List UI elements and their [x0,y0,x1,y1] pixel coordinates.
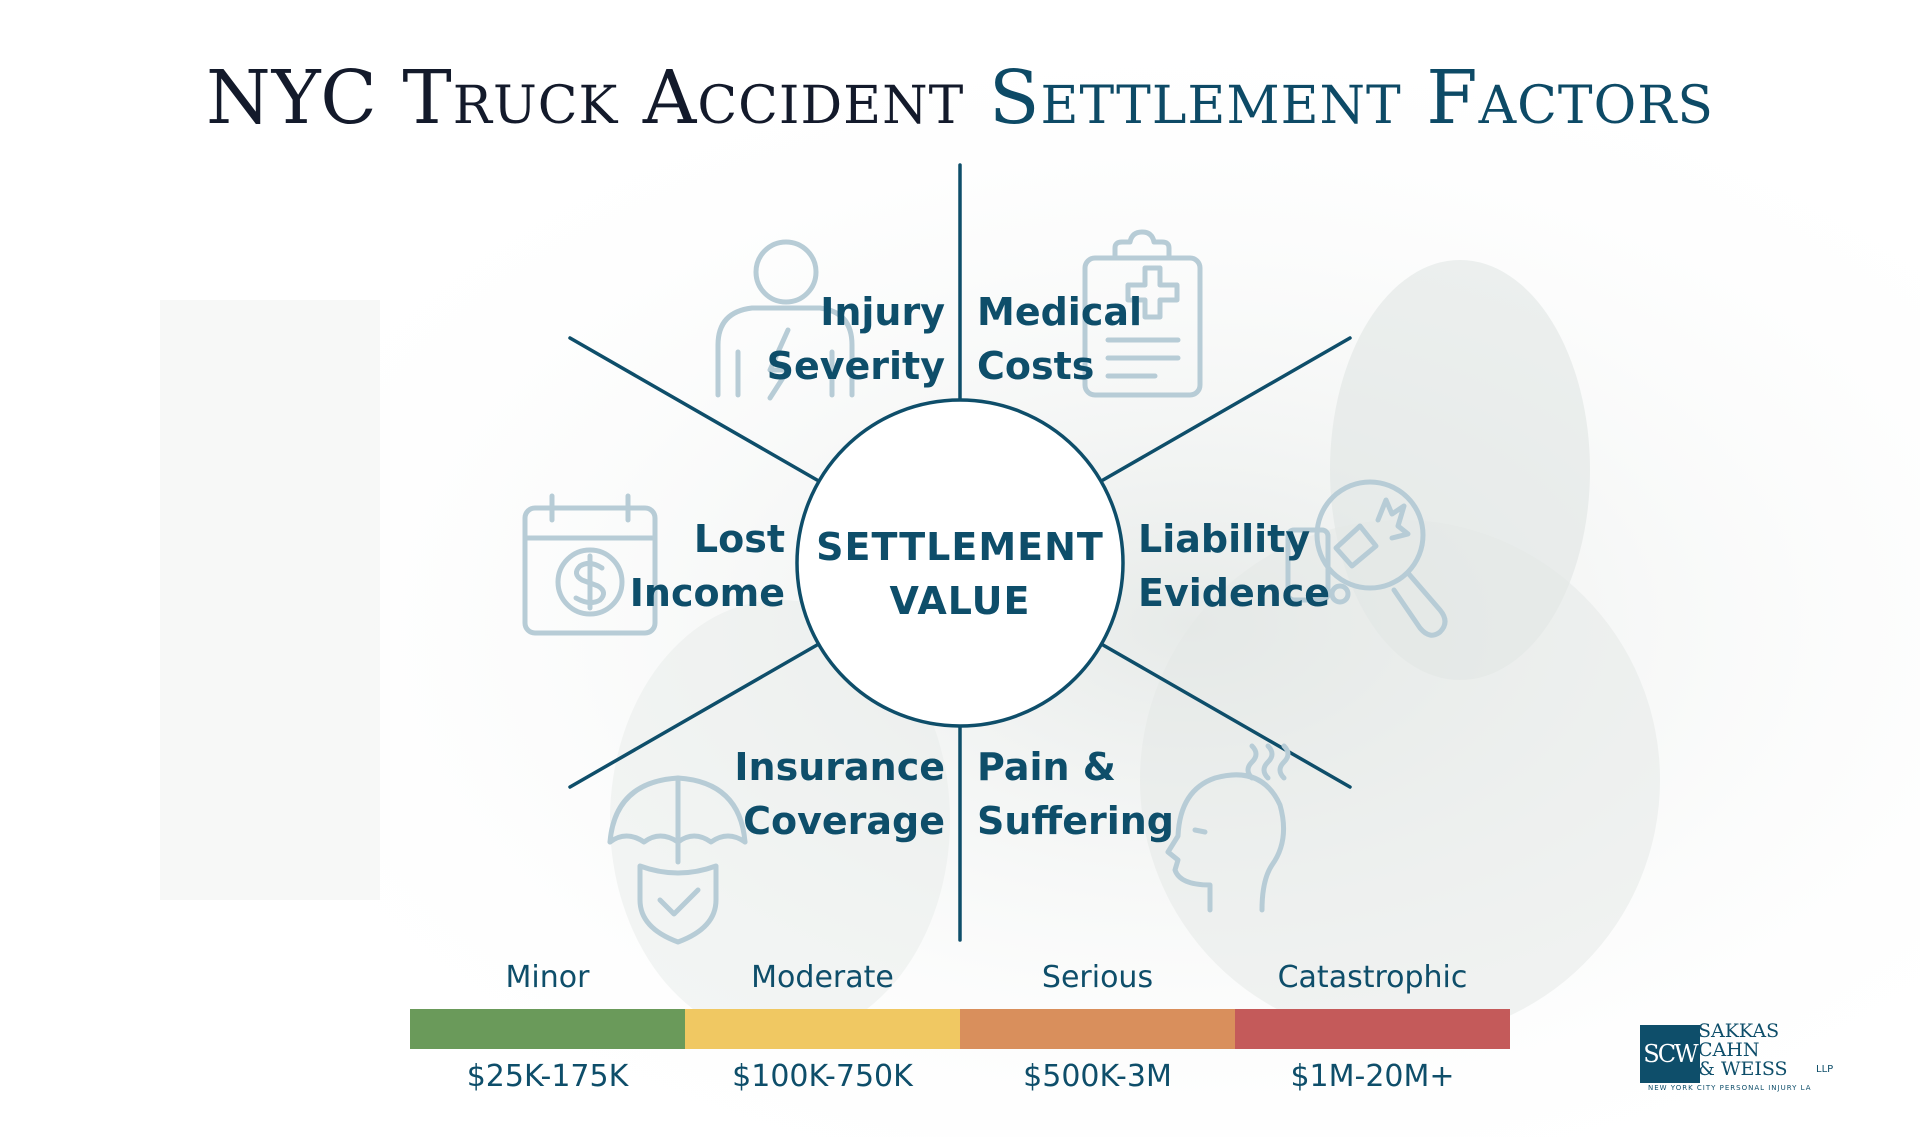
factor-label-line: Evidence [1138,571,1331,615]
factor-lost-income: Lost Income [630,512,785,620]
logo-name-line3: & WEISS [1698,1058,1788,1080]
page-title: NYC Truck Accident Settlement Factors [0,55,1920,141]
factor-label-line: Income [629,571,785,615]
logo-suffix: LLP [1816,1064,1834,1075]
magnifier-crash-icon [1285,479,1448,638]
spoke-upper-right [1101,336,1352,482]
clipboard-medical-icon [1082,229,1203,398]
firm-logo: SCW SAKKAS CAHN & WEISS LLP NEW YORK CIT… [1640,1022,1890,1092]
umbrella-shield-icon [607,775,748,945]
severity-scale: Minor Moderate Serious Catastrophic $25K… [410,960,1510,1094]
factor-label-line: Severity [766,344,945,388]
factor-label-line: Insurance [734,745,945,789]
center-label-line1: SETTLEMENT [816,525,1104,569]
factor-label-line: Suffering [977,799,1174,843]
person-lightning-icon [715,239,855,401]
scale-segment-minor [410,1009,685,1049]
factor-insurance-coverage: Insurance Coverage [734,740,945,848]
scale-range-minor: $25K-175K [466,1059,629,1094]
scale-name-moderate: Moderate [751,960,894,995]
center-label: SETTLEMENT VALUE [800,520,1120,628]
head-pain-icon [1165,743,1291,913]
scale-range-moderate: $100K-750K [732,1059,913,1094]
factor-label-line: Pain & [977,745,1116,789]
center-label-line2: VALUE [889,579,1031,623]
scale-segment-catastrophic [1235,1009,1510,1049]
logo-mark: SCW [1640,1025,1700,1083]
factor-label-line: Costs [977,344,1095,388]
factor-medical-costs: Medical Costs [977,285,1142,393]
logo-name-line2: CAHN [1698,1039,1760,1061]
title-part-accent: Settlement Factors [988,55,1715,141]
scale-names: Minor Moderate Serious Catastrophic [410,960,1510,995]
factor-label-line: Medical [977,290,1143,334]
factor-label-line: Coverage [743,799,945,843]
factor-label-line: Liability [1138,517,1311,561]
logo-tagline: NEW YORK CITY PERSONAL INJURY LA [1648,1084,1812,1092]
scale-name-catastrophic: Catastrophic [1277,960,1468,995]
scale-segment-serious [960,1009,1235,1049]
scale-range-serious: $500K-3M [1023,1059,1172,1094]
factor-pain-suffering: Pain & Suffering [977,740,1174,848]
title-part-dark: NYC Truck Accident [205,55,965,141]
scale-range-catastrophic: $1M-20M+ [1290,1059,1455,1094]
scale-bar [410,1009,1510,1049]
center-circle [795,398,1125,728]
factor-injury-severity: Injury Severity [767,285,945,393]
logo-name: SAKKAS CAHN & WEISS [1698,1022,1788,1079]
calendar-dollar-icon [522,493,658,636]
spoke-lower-left [568,643,819,789]
logo-name-line1: SAKKAS [1698,1020,1780,1042]
scale-segment-moderate [685,1009,960,1049]
scale-name-serious: Serious [1041,960,1154,995]
scale-values: $25K-175K $100K-750K $500K-3M $1M-20M+ [410,1059,1510,1094]
factor-label-line: Injury [820,290,945,334]
factor-label-line: Lost [693,517,785,561]
scale-name-minor: Minor [505,960,590,995]
spoke-upper-left [568,336,819,482]
factor-liability-evidence: Liability Evidence [1138,512,1330,620]
spoke-lower-right [1101,643,1352,789]
